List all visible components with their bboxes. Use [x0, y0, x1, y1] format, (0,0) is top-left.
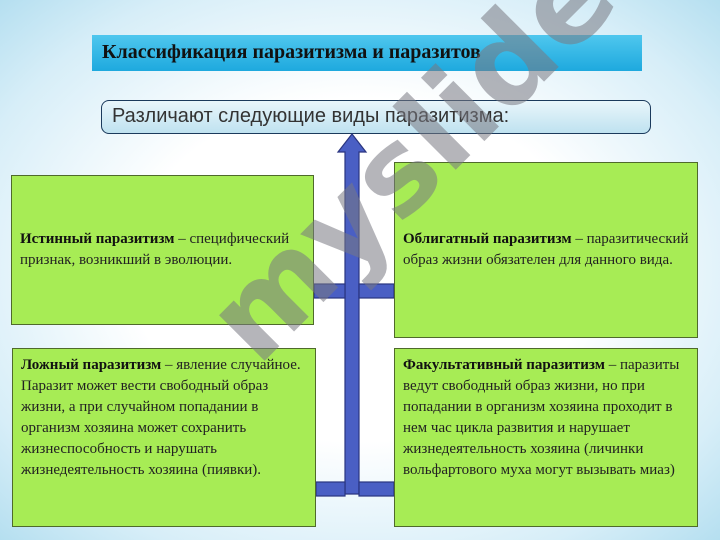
connector-right-top	[358, 283, 395, 299]
connector-left-bottom	[315, 481, 346, 497]
box-facultative-parasitism: Факультативный паразитизм – паразиты вед…	[394, 348, 698, 527]
definition-obligate-parasitism: – паразитический образ жизни обязателен …	[403, 231, 689, 268]
term-true-parasitism: Истинный паразитизм	[20, 231, 175, 247]
definition-false-parasitism: – явление случайное. Паразит может вести…	[21, 357, 301, 478]
box-true-parasitism: Истинный паразитизм – специфический приз…	[11, 175, 314, 325]
connector-left-top	[313, 283, 346, 299]
box-obligate-parasitism: Облигатный паразитизм – паразитический о…	[394, 162, 698, 338]
arrow-up-icon	[336, 133, 368, 495]
term-false-parasitism: Ложный паразитизм	[21, 357, 162, 373]
connector-right-bottom	[358, 481, 395, 497]
definition-true-parasitism: – специфический признак, возникший в эво…	[20, 231, 290, 268]
term-facultative-parasitism: Факультативный паразитизм	[403, 357, 605, 373]
box-false-parasitism: Ложный паразитизм – явление случайное. П…	[12, 348, 316, 527]
subtitle-banner: Различают следующие виды паразитизма:	[101, 100, 651, 134]
term-obligate-parasitism: Облигатный паразитизм	[403, 231, 572, 247]
page-title: Классификация паразитизма и паразитов	[92, 35, 642, 71]
definition-facultative-parasitism: – паразиты ведут свободный образ жизни, …	[403, 357, 680, 478]
